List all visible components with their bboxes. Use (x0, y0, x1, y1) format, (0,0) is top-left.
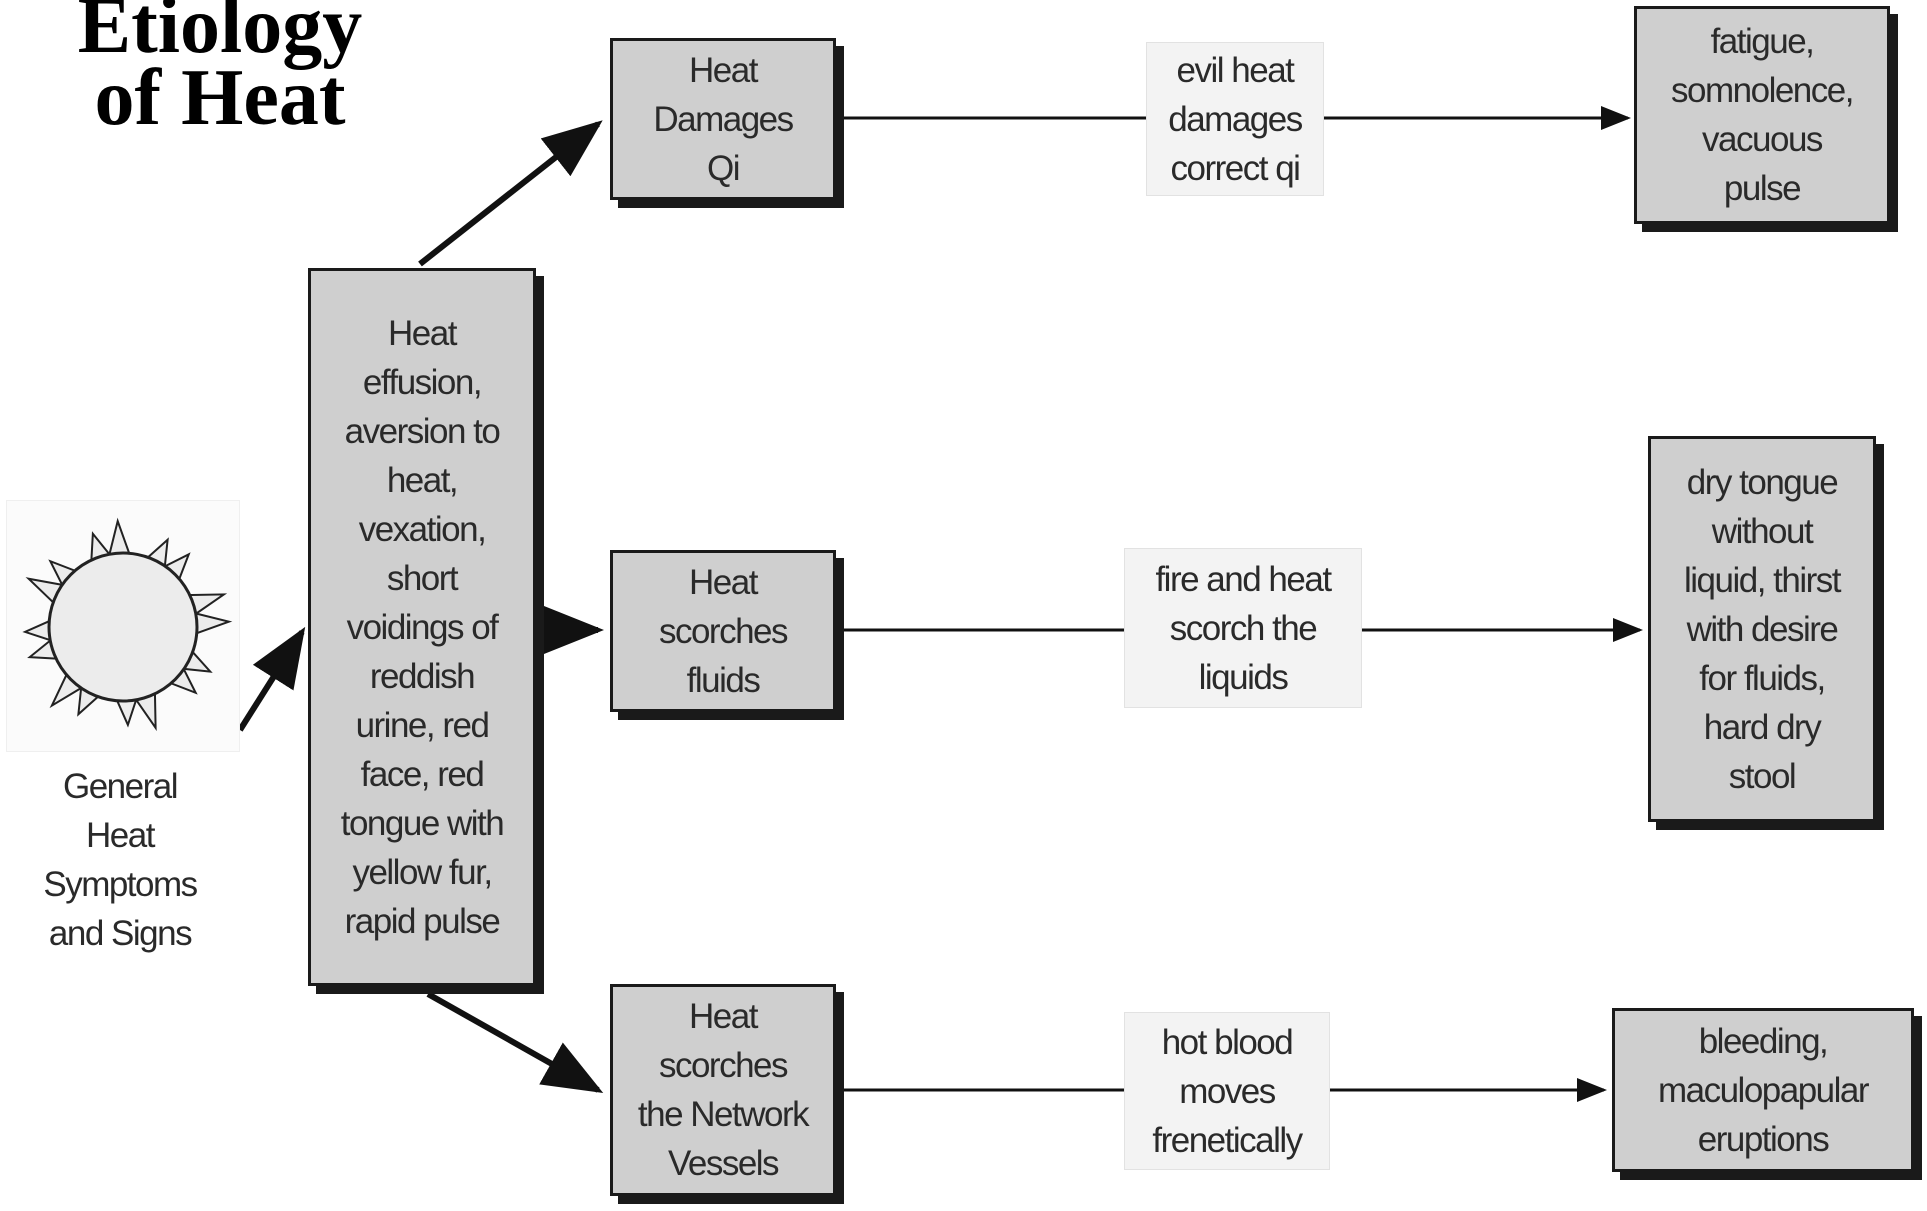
result-box-fatigue: fatigue, somnolence, vacuous pulse (1634, 6, 1890, 224)
sun-icon (22, 517, 233, 732)
symptom-line: tongue with (340, 803, 505, 843)
symptom-line: effusion, (362, 362, 483, 402)
caption-line: and Signs (48, 914, 193, 953)
symptom-line: rapid pulse (344, 901, 501, 941)
result-box-dry-tongue: dry tongue without liquid, thirst with d… (1648, 436, 1876, 822)
mechanism-box-heat-scorches-network-vessels: Heat scorches the Network Vessels (610, 984, 836, 1196)
result-line: liquid, thirst (1683, 560, 1842, 600)
connector-line: frenetically (1152, 1120, 1303, 1160)
mechanism-line: fluids (686, 660, 761, 700)
mechanism-line: Vessels (667, 1144, 780, 1183)
connector-line: damages (1168, 99, 1303, 139)
source-caption: General Heat Symptoms and Signs (0, 762, 240, 958)
connector-line: evil heat (1176, 50, 1295, 90)
mechanism-line: Heat (689, 50, 758, 90)
result-line: for fluids, (1699, 658, 1826, 698)
connector-line: liquids (1198, 657, 1289, 697)
connector-label-fire-and-heat: fire and heat scorch the liquids (1124, 548, 1362, 708)
connector-label-hot-blood: hot blood moves frenetically (1124, 1012, 1330, 1170)
result-line: without (1711, 511, 1814, 551)
connector-line: moves (1179, 1071, 1276, 1111)
connector-label-evil-heat: evil heat damages correct qi (1146, 42, 1324, 196)
connector-line: scorch the (1169, 608, 1318, 648)
mechanism-line: the Network (637, 1095, 810, 1134)
symptom-line: aversion to (344, 411, 501, 451)
arrow-sun-to-symptoms (237, 626, 306, 732)
sun-icon-frame (6, 500, 240, 752)
symptom-line: reddish (369, 656, 476, 696)
mechanism-line: Heat (689, 562, 758, 602)
result-line: with desire (1686, 609, 1839, 649)
connector-line: fire and heat (1155, 559, 1332, 599)
arrow-symptoms-to-heat-scorches-vessels (426, 991, 604, 1093)
symptom-line: vexation, (358, 509, 487, 549)
symptom-line: Heat (388, 313, 457, 353)
result-box-bleeding: bleeding, maculopapular eruptions (1612, 1008, 1914, 1172)
mechanism-box-heat-damages-qi: Heat Damages Qi (610, 38, 836, 200)
symptom-line: face, red (360, 754, 485, 794)
result-line: stool (1728, 756, 1797, 796)
mechanism-box-heat-scorches-fluids: Heat scorches fluids (610, 550, 836, 712)
result-line: bleeding, (1698, 1021, 1829, 1061)
mechanism-line: Heat (689, 997, 758, 1036)
caption-line: Heat (86, 816, 155, 855)
symptom-line: yellow fur, (352, 852, 493, 892)
title-line-2: of Heat (94, 54, 346, 142)
connector-line: hot blood (1161, 1022, 1294, 1062)
result-line: maculopapular (1657, 1070, 1870, 1110)
mechanism-line: Qi (706, 148, 741, 188)
result-line: hard dry (1703, 707, 1822, 747)
connector-line: correct qi (1170, 148, 1301, 188)
symptom-line: short (386, 558, 459, 598)
symptom-line: voidings of (346, 607, 499, 647)
caption-line: General (62, 767, 179, 806)
result-line: pulse (1723, 169, 1802, 208)
result-line: dry tongue (1686, 462, 1839, 502)
result-line: fatigue, (1710, 22, 1815, 61)
mechanism-line: scorches (658, 611, 789, 651)
diagram-title: Etiology of Heat (40, 0, 400, 142)
symptom-line: heat, (386, 460, 459, 500)
title-line-1: Etiology (77, 0, 363, 70)
mechanism-line: scorches (658, 1046, 789, 1085)
arrow-symptoms-to-heat-damages-qi (418, 120, 603, 267)
caption-line: Symptoms (43, 865, 198, 904)
result-line: somnolence, (1671, 71, 1854, 110)
symptom-line: urine, red (355, 705, 490, 745)
symptoms-box: Heat effusion, aversion to heat, vexatio… (308, 268, 536, 986)
result-line: vacuous (1702, 120, 1823, 159)
mechanism-line: Damages (653, 99, 794, 139)
result-line: eruptions (1697, 1119, 1830, 1159)
